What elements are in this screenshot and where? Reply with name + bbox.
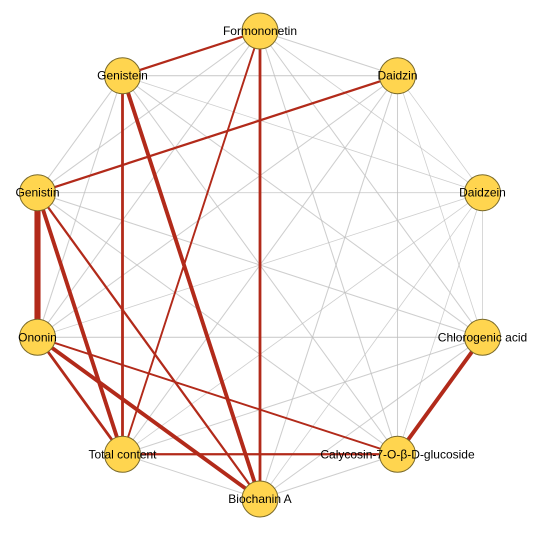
edge-genistin-biochanin [36, 192, 261, 500]
node-calycosin [379, 435, 416, 473]
node-label-genistin: Genistin [15, 186, 59, 200]
node-label-total: Total content [88, 447, 157, 461]
node-label-genistein: Genistein [97, 69, 148, 83]
edge-calycosin-genistin [37, 192, 398, 455]
edge-formononetin-daidzin [259, 30, 398, 77]
edge-daidzein-genistein [122, 75, 483, 194]
node-genistein [104, 57, 141, 95]
edge-formononetin-total [121, 30, 261, 455]
edge-daidzin-genistin [37, 74, 398, 194]
edge-formononetin-chlorogenic [259, 30, 483, 338]
edge-daidzein-biochanin [259, 192, 483, 500]
edge-chlorogenic-total [122, 336, 483, 455]
node-chlorogenic [464, 318, 501, 356]
edge-layer [34, 29, 485, 501]
node-label-daidzin: Daidzin [377, 69, 417, 83]
node-total [104, 435, 141, 473]
node-biochanin [241, 480, 279, 518]
node-label-ononin: Ononin [18, 330, 57, 344]
edge-formononetin-ononin [37, 30, 261, 338]
edge-chlorogenic-genistein [122, 75, 483, 338]
node-label-daidzein: Daidzein [459, 186, 506, 200]
edge-calycosin-biochanin [259, 453, 398, 500]
edge-genistein-genistin [37, 75, 123, 194]
edge-genistein-biochanin [120, 75, 262, 500]
edge-ononin-calycosin [37, 336, 398, 456]
node-label-chlorogenic: Chlorogenic acid [438, 330, 527, 344]
node-label-biochanin: Biochanin A [228, 492, 291, 506]
node-label-formononetin: Formononetin [223, 24, 297, 38]
edge-genistein-formononetin [122, 29, 261, 77]
edge-biochanin-total [122, 453, 261, 500]
edge-ononin-biochanin [36, 335, 262, 501]
edge-genistin-total [35, 192, 125, 455]
edge-ononin-total [36, 336, 124, 456]
edge-chlorogenic-calycosin [395, 336, 485, 456]
edge-genistein-ononin [37, 75, 123, 338]
node-ononin [19, 318, 56, 356]
node-genistin [19, 174, 56, 212]
node-daidzin [379, 57, 416, 95]
node-label-calycosin: Calycosin-7-O-β-D-glucoside [320, 447, 475, 461]
node-formononetin [241, 12, 279, 50]
node-layer [19, 12, 501, 518]
edge-daidzin-daidzein [397, 75, 483, 193]
node-daidzein [464, 174, 501, 212]
